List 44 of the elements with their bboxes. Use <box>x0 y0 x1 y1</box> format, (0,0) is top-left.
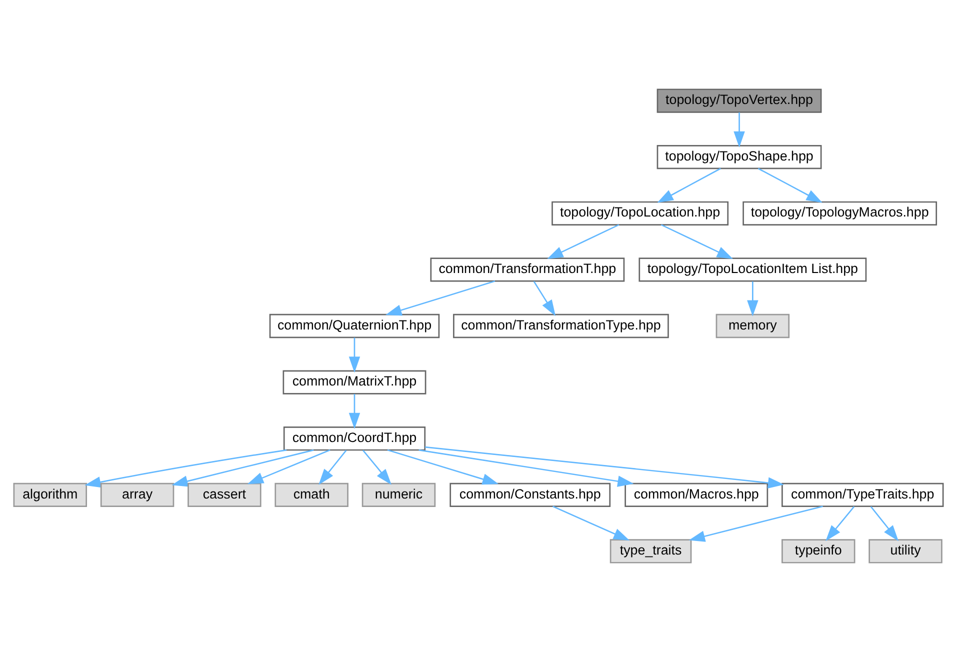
node-box: memory <box>716 313 790 338</box>
arrow <box>688 505 823 542</box>
arrow <box>533 280 556 316</box>
node-box: common/CoordT.hpp <box>283 426 426 450</box>
node-box: common/Macros.hpp <box>624 482 768 506</box>
arrow <box>348 337 360 372</box>
arrow <box>386 280 496 316</box>
node-box: utility <box>868 538 942 563</box>
node-box: common/TransformationType.hpp <box>453 313 669 338</box>
node-box: cassert <box>188 482 262 506</box>
arrow <box>418 448 634 486</box>
node-box: topology/TopoLocation.hpp <box>552 200 729 225</box>
arrow <box>826 506 855 541</box>
arrow <box>387 448 499 484</box>
node-box: cmath <box>274 482 348 506</box>
arrow <box>734 112 745 147</box>
arrow <box>747 280 758 316</box>
node-box: array <box>100 482 174 506</box>
node-box: common/QuaternionT.hpp <box>269 313 440 338</box>
node-box: typeinfo <box>782 538 856 563</box>
node-box: topology/TopoLocationItem List.hpp <box>638 257 867 282</box>
arrow <box>657 167 721 202</box>
node-box: common/Constants.hpp <box>450 482 611 506</box>
arrow <box>172 448 314 486</box>
arrow <box>660 224 734 258</box>
node-box: type_traits <box>610 538 692 563</box>
node-box: common/MatrixT.hpp <box>282 370 426 394</box>
arrow <box>552 505 630 540</box>
arrow <box>318 449 347 484</box>
arrow <box>84 448 287 488</box>
arrow <box>424 446 784 488</box>
arrow <box>362 449 392 484</box>
node-box: topology/TopoVertex.hpp <box>656 88 822 112</box>
arrow <box>547 224 620 258</box>
arrow <box>758 167 822 202</box>
node-box: numeric <box>362 482 436 506</box>
arrow <box>247 448 330 484</box>
arrow <box>870 506 899 541</box>
node-box: common/TypeTraits.hpp <box>782 482 944 506</box>
node-box: topology/TopoShape.hpp <box>656 144 822 169</box>
node-box: common/TransformationT.hpp <box>430 257 625 282</box>
arrow <box>348 394 360 428</box>
node-box: algorithm <box>13 482 87 506</box>
node-box: topology/TopologyMacros.hpp <box>742 200 938 225</box>
